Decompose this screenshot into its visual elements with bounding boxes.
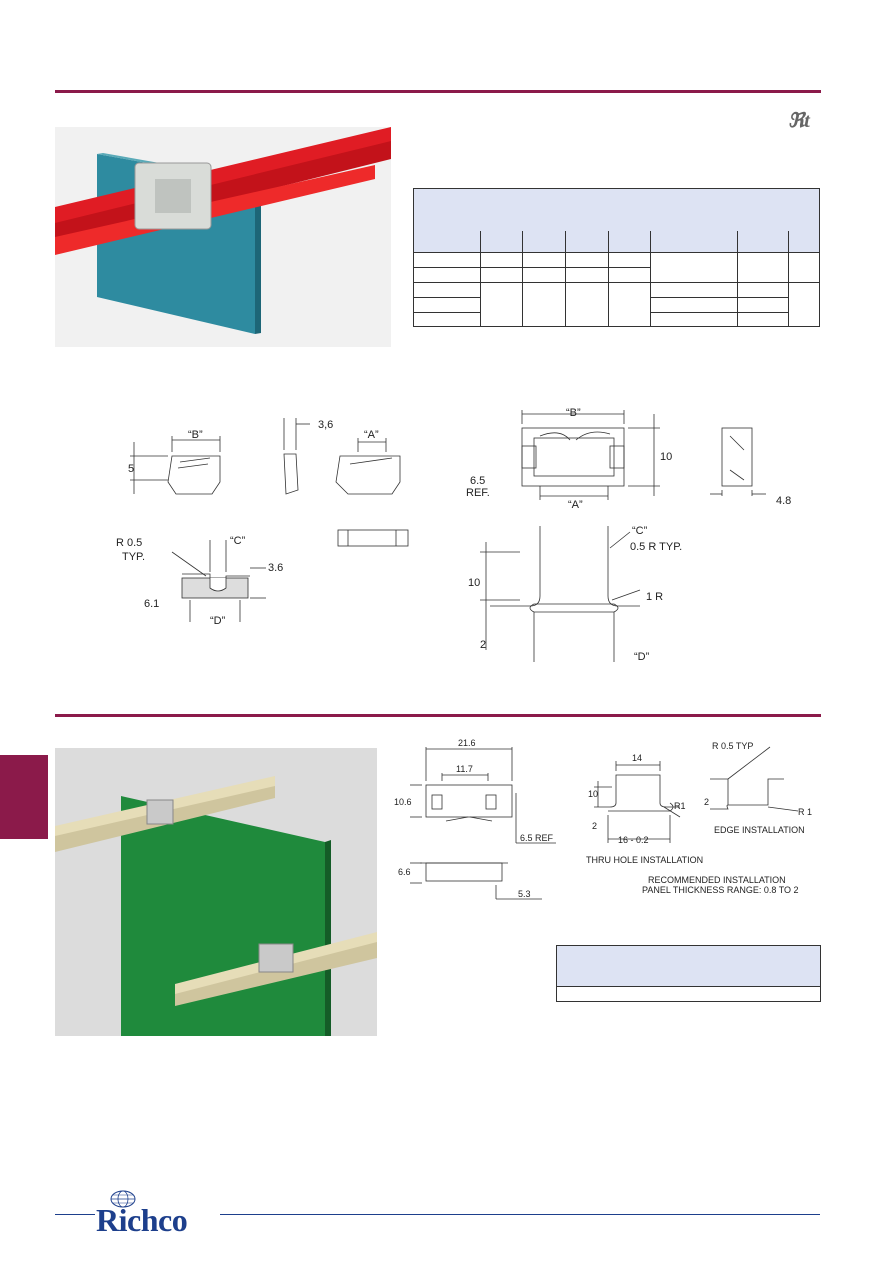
label-14: 14 <box>632 753 642 763</box>
label-panel-1r: 1 R <box>646 591 663 603</box>
label-thru-2: 2 <box>592 821 597 831</box>
label-panel-c: “C” <box>632 525 648 537</box>
label-thru-10: 10 <box>588 789 598 799</box>
label-edge-radius: R 0.5 TYP <box>712 741 753 751</box>
table-column-header-row <box>414 231 819 253</box>
label-ref-val: 6.5 <box>470 475 485 487</box>
table-header-row <box>414 189 819 211</box>
label-216: 21.6 <box>458 738 476 748</box>
label-dim-thick: 3,6 <box>318 419 333 431</box>
table-2-header-row <box>557 946 820 967</box>
section1-technical-drawing: “B” 5 3,6 “A” R 0.5 TYP. “C” 3.6 6.1 “D”… <box>116 407 791 663</box>
label-106: 10.6 <box>394 797 412 807</box>
table-2-subheader-row <box>557 966 820 987</box>
label-end-48: 4.8 <box>776 495 791 507</box>
recommended-line2: PANEL THICKNESS RANGE: 0.8 TO 2 <box>642 885 799 895</box>
specs-table-2 <box>556 945 821 1002</box>
label-thru-r1: R1 <box>674 801 686 811</box>
footer-rule-left <box>55 1214 95 1215</box>
label-dim-b: “B” <box>188 429 203 441</box>
label-top-a: “A” <box>568 499 583 511</box>
globe-icon <box>110 1190 136 1208</box>
header-rule <box>55 90 821 93</box>
label-typ: TYP. <box>122 551 145 563</box>
label-dim-c: “C” <box>230 535 246 547</box>
thru-hole-caption: THRU HOLE INSTALLATION <box>586 855 703 865</box>
footer-rule-right <box>220 1214 820 1215</box>
specs-table-1 <box>413 188 820 327</box>
ul-certification-mark: ℜt <box>788 110 810 132</box>
label-ref-65: 6.5 REF <box>520 833 554 843</box>
label-dim-a: “A” <box>364 429 379 441</box>
label-117: 11.7 <box>456 764 473 774</box>
recommended-line1: RECOMMENDED INSTALLATION <box>648 875 786 885</box>
label-dim-36: 3.6 <box>268 562 283 574</box>
label-edge-r1: R 1 <box>798 807 812 817</box>
product-photo-green-panel <box>55 748 377 1036</box>
product-photo-red-cables <box>55 127 391 347</box>
label-radius: R 0.5 <box>116 537 142 549</box>
section2-technical-drawing: 21.6 11.7 10.6 6.5 REF 6.6 5.3 14 10 R1 … <box>394 738 812 900</box>
edge-caption: EDGE INSTALLATION <box>714 825 805 835</box>
label-53: 5.3 <box>518 889 531 899</box>
label-16: 16 - 0.2 <box>618 835 649 845</box>
label-dim-61: 6.1 <box>144 598 159 610</box>
label-top-10: 10 <box>660 451 672 463</box>
section-divider-rule <box>55 714 821 717</box>
label-dim-height: 5 <box>128 463 134 475</box>
label-dim-d: “D” <box>210 615 226 627</box>
photo-illustration-2 <box>55 776 377 1036</box>
table-subheader-row <box>414 210 819 232</box>
photo-illustration-1 <box>55 127 391 334</box>
label-top-b: “B” <box>566 407 581 419</box>
richco-logo: Richco <box>96 1202 188 1238</box>
label-panel-radius: 0.5 R TYP. <box>630 541 682 553</box>
label-66: 6.6 <box>398 867 411 877</box>
label-panel-10: 10 <box>468 577 480 589</box>
label-panel-2: 2 <box>480 639 486 651</box>
section-side-tab <box>0 755 48 839</box>
label-ref: REF. <box>466 487 490 499</box>
label-edge-2: 2 <box>704 797 709 807</box>
label-panel-d: “D” <box>634 651 650 663</box>
